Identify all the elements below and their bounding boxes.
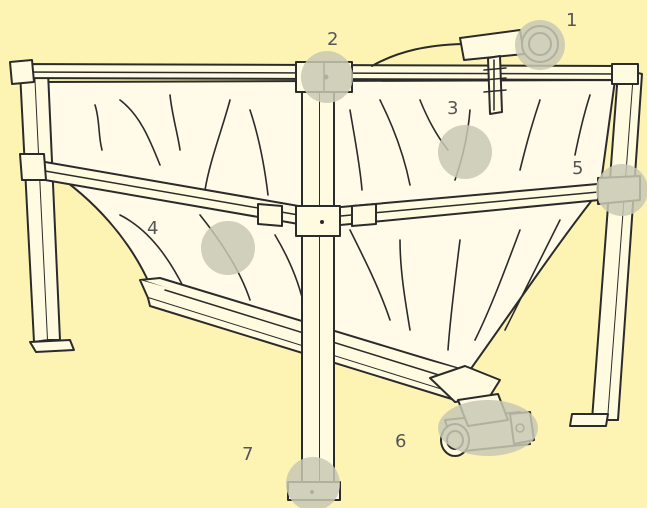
right-rear-leg bbox=[569, 71, 643, 427]
hotspot-5[interactable] bbox=[596, 164, 647, 216]
hotspot-6[interactable] bbox=[438, 400, 538, 456]
callout-label-5: 5 bbox=[572, 158, 583, 179]
hotspot-2[interactable] bbox=[301, 51, 353, 103]
callout-label-7: 7 bbox=[242, 444, 253, 465]
hotspots bbox=[201, 20, 647, 508]
hotspot-3[interactable] bbox=[438, 125, 492, 179]
callout-label-3: 3 bbox=[447, 98, 458, 119]
hotspot-7[interactable] bbox=[286, 457, 340, 508]
hotspot-4[interactable] bbox=[201, 221, 255, 275]
callout-label-6: 6 bbox=[395, 431, 406, 452]
hotspot-1[interactable] bbox=[515, 20, 565, 70]
callout-labels: 1 2 3 4 5 6 7 bbox=[147, 10, 583, 465]
callout-label-1: 1 bbox=[566, 10, 577, 31]
callout-label-2: 2 bbox=[327, 29, 338, 50]
callout-label-4: 4 bbox=[147, 218, 158, 239]
